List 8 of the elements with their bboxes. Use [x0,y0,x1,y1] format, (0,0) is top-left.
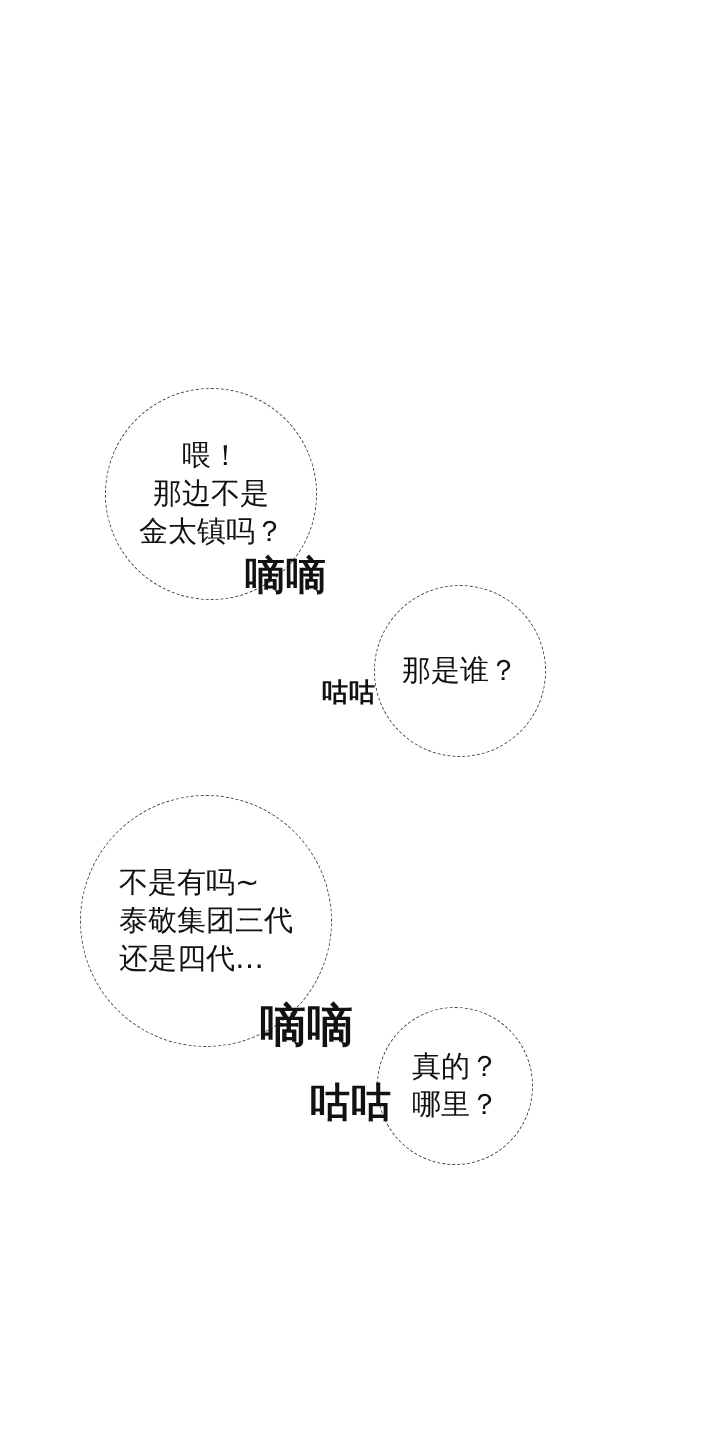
speech-text: 真的？哪里？ [411,1048,499,1123]
sound-effect-text: 咕咕 [310,1078,392,1127]
speech-text: 不是有吗~泰敬集团三代还是四代… [119,864,293,977]
speech-text: 那是谁？ [402,652,518,690]
sound-effect-text: 咕咕 [322,676,376,709]
sound-effect-text: 嘀嘀 [260,997,354,1054]
speech-text: 喂！那边不是金太镇吗？ [138,437,284,550]
sound-effect-text: 嘀嘀 [245,551,327,600]
